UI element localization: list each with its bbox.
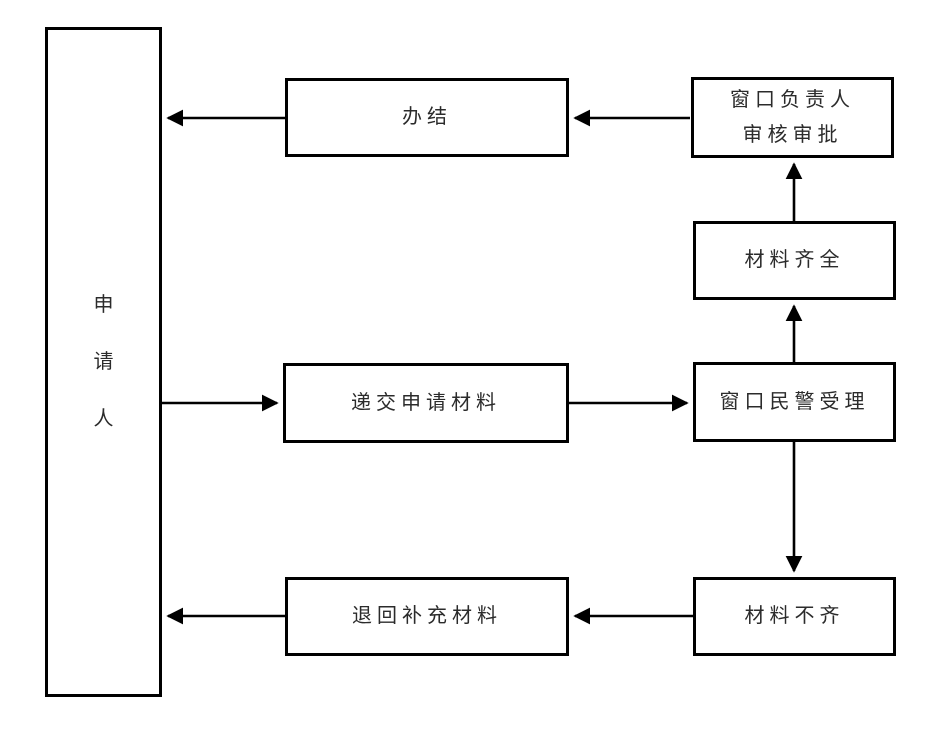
node-materials-complete: 材料齐全 <box>693 221 896 300</box>
node-return-supplement-materials: 退回补充材料 <box>285 577 569 656</box>
node-window-supervisor-review: 窗口负责人 审核审批 <box>691 77 894 158</box>
node-applicant: 申 请 人 <box>45 27 162 697</box>
node-complete: 办结 <box>285 78 569 157</box>
node-materials-incomplete: 材料不齐 <box>693 577 896 656</box>
node-submit-application-materials: 递交申请材料 <box>283 363 569 443</box>
node-window-police-accept: 窗口民警受理 <box>693 362 896 442</box>
